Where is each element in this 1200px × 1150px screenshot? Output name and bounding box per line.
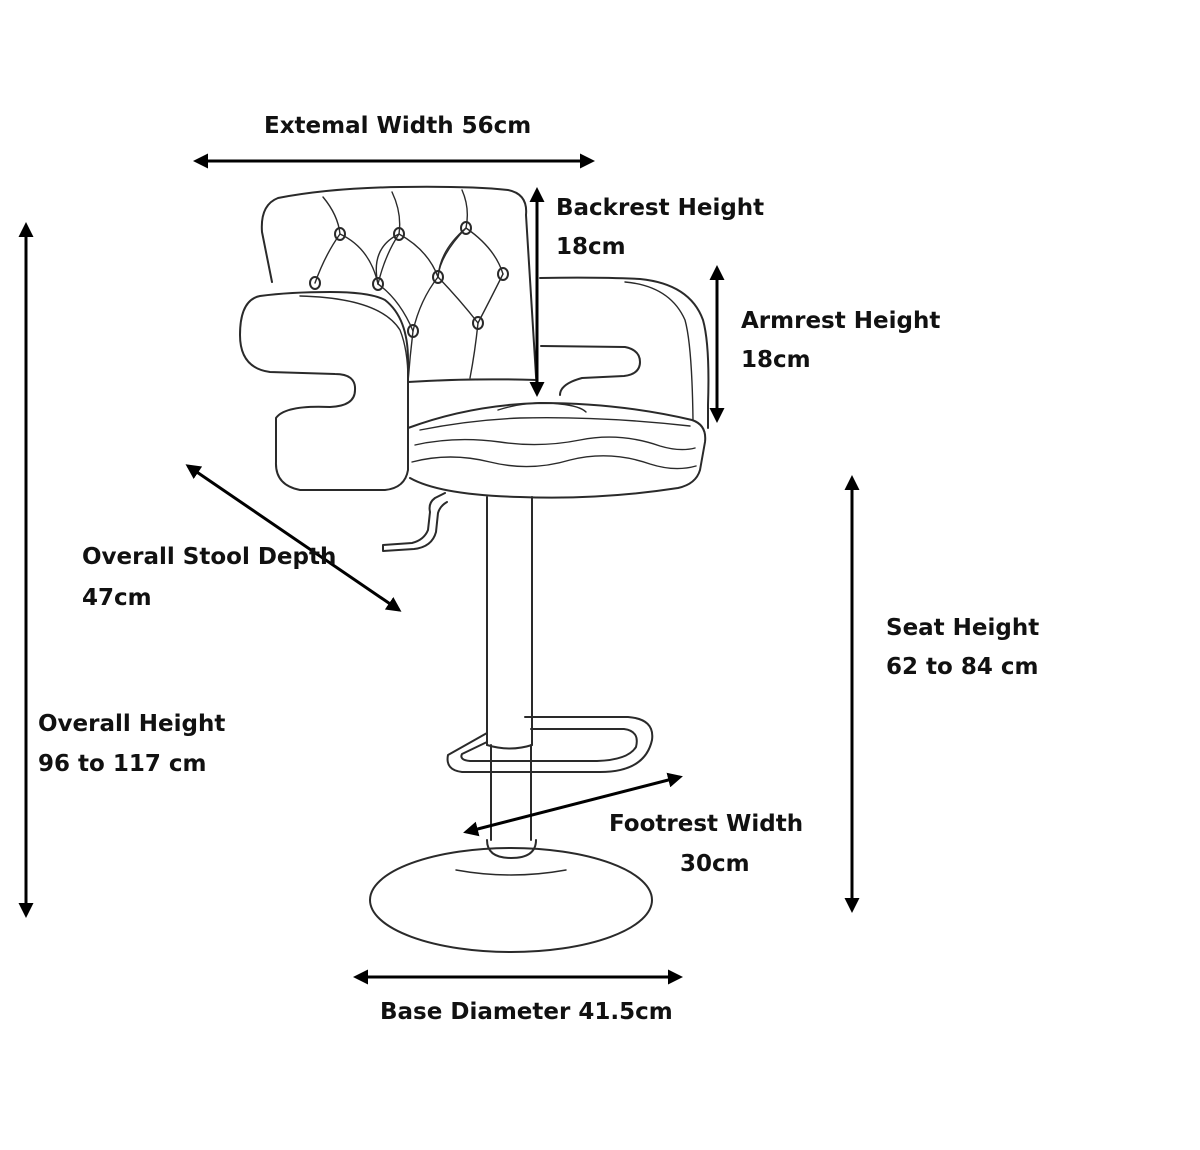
height-lever: [382, 492, 448, 552]
seat-height-value: 62 to 84 cm: [886, 654, 1039, 680]
base-hub: [486, 839, 537, 859]
gas-lift-column: [490, 744, 532, 841]
tuft-buttons: [309, 221, 509, 338]
backrest: [260, 185, 538, 393]
external-width-label: Extemal Width 56cm: [264, 113, 532, 139]
right-armrest: [539, 276, 710, 429]
left-armrest: [239, 291, 409, 491]
seat-height-title: Seat Height: [886, 615, 1040, 641]
overall-height-title: Overall Height: [38, 711, 226, 737]
dimension-arrows: [18, 153, 860, 985]
stool-depth-arrow: [185, 464, 402, 612]
stool-depth-title: Overall Stool Depth: [82, 544, 337, 570]
footrest-width-title: Footrest Width: [609, 811, 804, 837]
bar-stool-illustration: [239, 185, 710, 953]
stool-depth-value: 47cm: [82, 585, 152, 611]
footrest-ring: [446, 716, 654, 773]
footrest-width-value: 30cm: [680, 851, 750, 877]
overall-height-value: 96 to 117 cm: [38, 751, 207, 777]
armrest-height-title: Armrest Height: [741, 308, 941, 334]
stool-base: [369, 847, 653, 953]
base-diameter-label: Base Diameter 41.5cm: [380, 999, 673, 1025]
footrest-width-arrow: [463, 772, 683, 837]
backrest-height-value: 18cm: [556, 234, 626, 260]
armrest-height-value: 18cm: [741, 347, 811, 373]
backrest-height-title: Backrest Height: [556, 195, 765, 221]
